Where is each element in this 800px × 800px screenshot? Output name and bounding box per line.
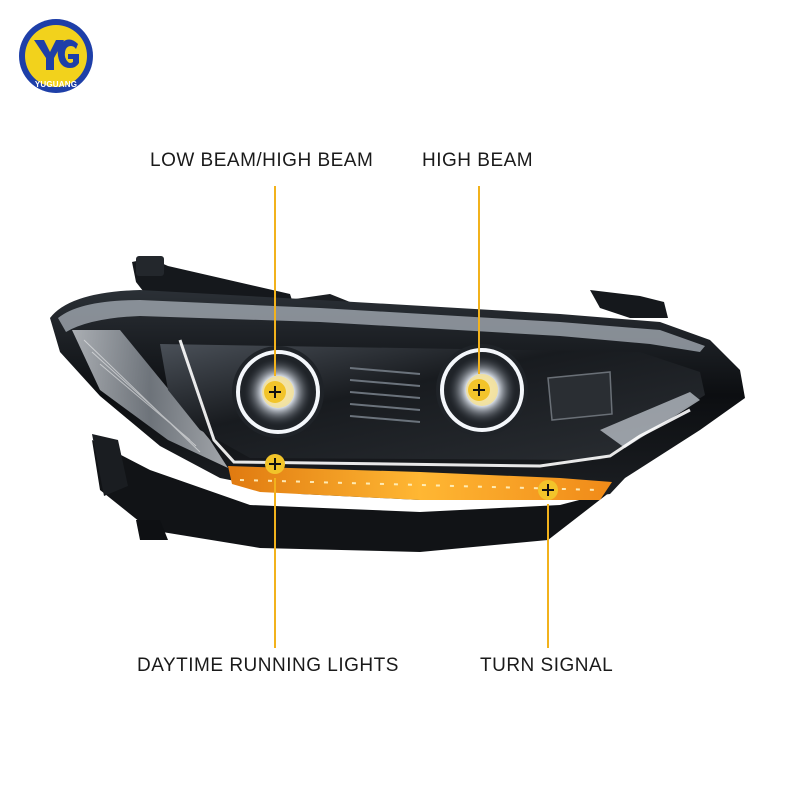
- rear-housing: [92, 440, 610, 552]
- high-beam-projector-ring: [440, 348, 524, 432]
- rear-housing: [92, 434, 128, 496]
- chrome-sweep: [600, 392, 700, 448]
- turn-signal-label: TURN SIGNAL: [480, 655, 614, 676]
- auxiliary-module: [547, 371, 613, 421]
- mounting-bracket: [590, 290, 668, 318]
- mounting-tab: [136, 520, 168, 540]
- side-reflector: [72, 330, 228, 468]
- chrome-trim: [58, 300, 705, 352]
- brand-logo: YUGUANG: [18, 18, 94, 94]
- brand-name: YUGUANG: [34, 80, 78, 89]
- daytime-running-lights-label: DAYTIME RUNNING LIGHTS: [137, 655, 399, 676]
- brand-logo-icon: [19, 19, 93, 93]
- plus-marker-icon: [538, 480, 558, 500]
- turn-signal-strip: [228, 466, 612, 500]
- high-beam-label: HIGH BEAM: [422, 150, 534, 171]
- side-reflector-lines: [83, 339, 201, 453]
- connector: [136, 256, 164, 276]
- plus-marker-icon: [468, 379, 490, 401]
- plus-marker-icon: [265, 454, 285, 474]
- drl-light-guide: [178, 339, 691, 468]
- low-high-beam-label: LOW BEAM/HIGH BEAM: [150, 150, 374, 171]
- heat-fins: [349, 367, 421, 423]
- callout-lines: [274, 186, 549, 648]
- low-beam-projector-ring: [236, 350, 320, 434]
- plus-marker-icon: [264, 381, 286, 403]
